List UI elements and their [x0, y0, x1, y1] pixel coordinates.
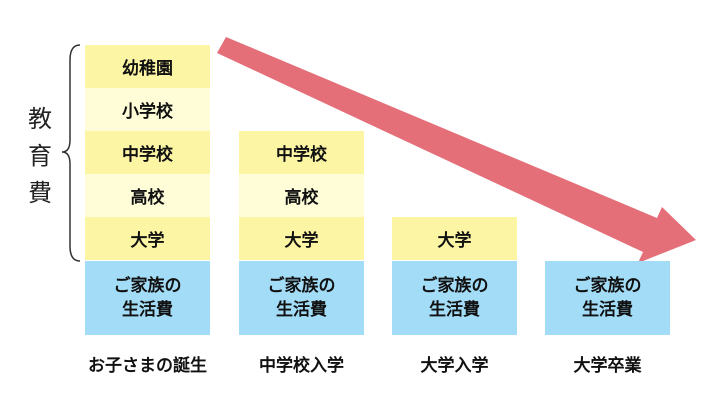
living-cost-box: ご家族の 生活費 — [239, 261, 364, 335]
edu-box-university: 大学 — [392, 217, 517, 260]
stage-label-junior-high-entry: 中学校入学 — [259, 356, 344, 376]
edu-box-university: 大学 — [239, 217, 364, 260]
education-cost-label: 教 育 費 — [28, 105, 52, 207]
stage-label-university-graduation: 大学卒業 — [573, 356, 642, 376]
living-cost-box: ご家族の 生活費 — [392, 261, 517, 335]
living-cost-box: ご家族の 生活費 — [545, 261, 670, 335]
edu-box-high-school: 高校 — [239, 174, 364, 217]
edu-box-elementary: 小学校 — [85, 88, 210, 131]
edu-box-junior-high: 中学校 — [85, 131, 210, 174]
edu-box-junior-high: 中学校 — [239, 131, 364, 174]
edu-box-high-school: 高校 — [85, 174, 210, 217]
edu-box-university: 大学 — [85, 217, 210, 260]
stage-label-birth: お子さまの誕生 — [88, 356, 207, 376]
education-brace — [61, 44, 81, 262]
edu-box-kindergarten: 幼稚園 — [85, 45, 210, 88]
living-cost-box: ご家族の 生活費 — [85, 261, 210, 335]
stage-label-university-entry: 大学入学 — [420, 356, 489, 376]
decrease-arrow — [217, 37, 696, 263]
